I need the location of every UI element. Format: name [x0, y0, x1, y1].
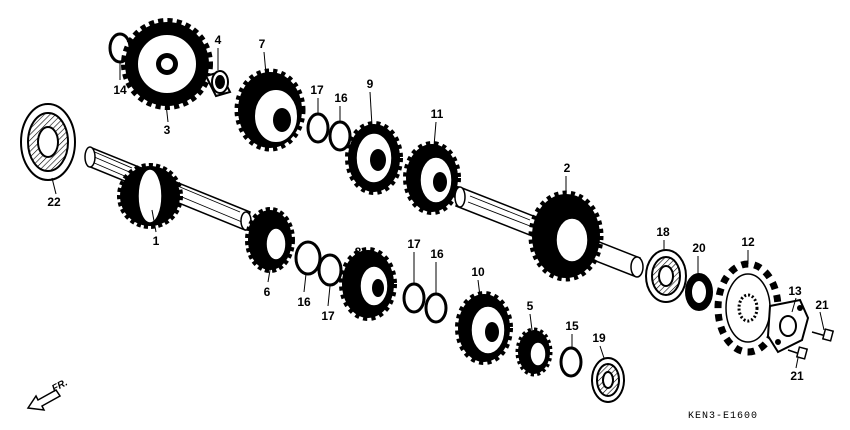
circlip-17-upper: [306, 112, 330, 144]
gear-10: [455, 291, 513, 365]
circlip-17-lower-right: [402, 282, 426, 314]
bearing-18: [645, 249, 687, 303]
callout-17-lower-left: 17: [321, 309, 335, 323]
callout-17-upper: 17: [310, 83, 324, 97]
callout-1: 1: [153, 234, 160, 248]
callout-18: 18: [656, 225, 670, 239]
part-callouts: 22 1 3 14 4 7 17 16 9 11 2 18 20 12 13 2…: [47, 33, 829, 383]
callout-3: 3: [164, 123, 171, 137]
leader-lines: [51, 48, 825, 369]
countershaft-gear: [528, 190, 604, 282]
bolt-21-lower: [787, 346, 809, 360]
callout-11: 11: [431, 107, 444, 121]
callout-16-lower-right: 16: [430, 247, 444, 261]
callout-9: 9: [367, 77, 374, 91]
callout-12: 12: [741, 235, 755, 249]
mainshaft-integral-gear: [117, 163, 183, 229]
callout-5: 5: [527, 299, 534, 313]
forward-arrow-icon: [26, 389, 62, 411]
callout-17-lower-right: 17: [407, 237, 421, 251]
callout-22: 22: [47, 195, 61, 209]
callout-7: 7: [259, 37, 266, 51]
gear-8: [339, 247, 397, 321]
forward-direction-indicator: FR.: [26, 377, 70, 411]
callout-2: 2: [564, 161, 571, 175]
collar-4: [204, 70, 232, 98]
callout-10: 10: [471, 265, 485, 279]
washer-16-lower-left: [294, 240, 322, 276]
callout-16-upper: 16: [334, 91, 348, 105]
diagram-code: KEN3-E1600: [688, 411, 758, 422]
gear-7: [234, 68, 306, 152]
callout-14: 14: [113, 83, 127, 97]
callout-13: 13: [788, 284, 802, 298]
callout-20: 20: [692, 241, 706, 255]
fixing-plate-13: [766, 298, 810, 354]
gear-6: [245, 207, 295, 273]
circlip-17-lower-left: [317, 253, 343, 287]
callout-16-lower-left: 16: [297, 295, 311, 309]
washer-16-lower-right: [424, 292, 448, 324]
callout-8: 8: [355, 245, 362, 259]
bolt-21-upper: [811, 328, 835, 342]
gear-11: [403, 141, 461, 215]
callout-19: 19: [592, 331, 606, 345]
washer-15: [559, 346, 583, 378]
forward-label: FR.: [50, 377, 69, 394]
oil-seal-20: [685, 273, 713, 311]
bearing-22: [20, 103, 76, 181]
callout-15: 15: [565, 319, 579, 333]
gear-3: [121, 18, 213, 110]
callout-4: 4: [215, 33, 222, 47]
gear-5: [515, 327, 553, 377]
callout-21-upper: 21: [815, 298, 829, 312]
bearing-19: [591, 357, 625, 403]
callout-6: 6: [264, 285, 271, 299]
callout-21-lower: 21: [790, 369, 804, 383]
gear-9: [345, 121, 403, 195]
